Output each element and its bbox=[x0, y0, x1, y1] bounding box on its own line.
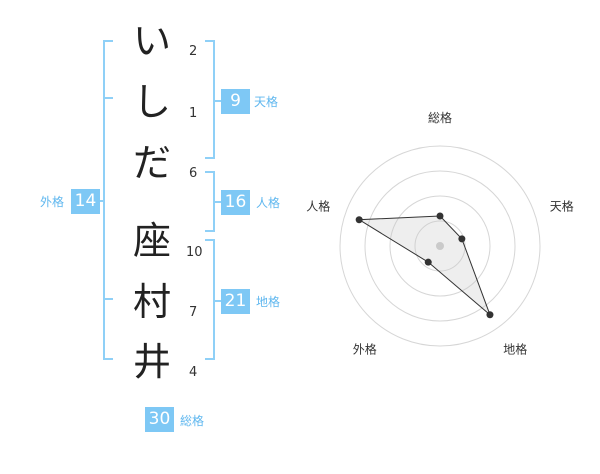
stroke-count: 1 bbox=[189, 106, 198, 121]
chikaku-label: 地格 bbox=[256, 295, 281, 309]
tenkaku-bracket bbox=[205, 40, 215, 159]
jinkaku-bracket bbox=[205, 171, 215, 232]
stroke-count: 10 bbox=[186, 245, 203, 260]
name-char: 座 bbox=[132, 219, 171, 263]
radar-data-point bbox=[458, 235, 466, 243]
radar-chart: 総格天格地格 外格 人格 bbox=[290, 0, 600, 470]
gaikaku-label: 外格 bbox=[40, 195, 65, 209]
stroke-count: 2 bbox=[189, 44, 198, 59]
gaikaku-value: 14 bbox=[71, 189, 100, 214]
tenkaku-value: 9 bbox=[221, 89, 250, 114]
radar-grid-ring bbox=[364, 170, 516, 322]
name-char: い bbox=[132, 19, 171, 63]
stroke-count: 7 bbox=[189, 305, 198, 320]
radar-grid-ring bbox=[339, 145, 541, 347]
soukaku-value: 30 bbox=[145, 407, 174, 432]
jinkaku-value: 16 bbox=[221, 190, 250, 215]
name-char: 井 bbox=[132, 340, 171, 384]
radar-axis-label: 天格 bbox=[550, 198, 574, 213]
jinkaku-label: 人格 bbox=[256, 196, 281, 210]
radar-data-point bbox=[424, 258, 432, 266]
bracket-lines bbox=[98, 40, 221, 360]
radar-data-point bbox=[486, 311, 494, 319]
radar-data-point bbox=[355, 216, 363, 224]
radar-grid-ring bbox=[389, 195, 491, 297]
chikaku-value: 21 bbox=[221, 289, 250, 314]
radar-data-polygon bbox=[357, 215, 492, 317]
soukaku-label: 総格 bbox=[180, 414, 205, 428]
stroke-count: 6 bbox=[189, 166, 198, 181]
radar-axis-label: 地格 bbox=[503, 342, 527, 357]
tenkaku-label: 天格 bbox=[254, 95, 279, 109]
name-char: し bbox=[132, 80, 171, 124]
radar-axis-label: 外格 bbox=[353, 342, 377, 357]
radar-center-dot bbox=[436, 242, 444, 250]
radar-axis-label: 人格 bbox=[306, 198, 330, 213]
name-char: 村 bbox=[132, 280, 171, 324]
stroke-count: 4 bbox=[189, 365, 198, 380]
name-char: だ bbox=[132, 141, 171, 185]
radar-data-point bbox=[436, 212, 444, 220]
chikaku-bracket bbox=[205, 239, 215, 360]
name-diagram: い 2 し 1 だ 6 座 10 村 7 井 4 9 天格 16 人格 21 地… bbox=[0, 0, 290, 470]
radar-axis-label: 総格 bbox=[428, 110, 452, 125]
gaikaku-bracket bbox=[103, 40, 113, 360]
